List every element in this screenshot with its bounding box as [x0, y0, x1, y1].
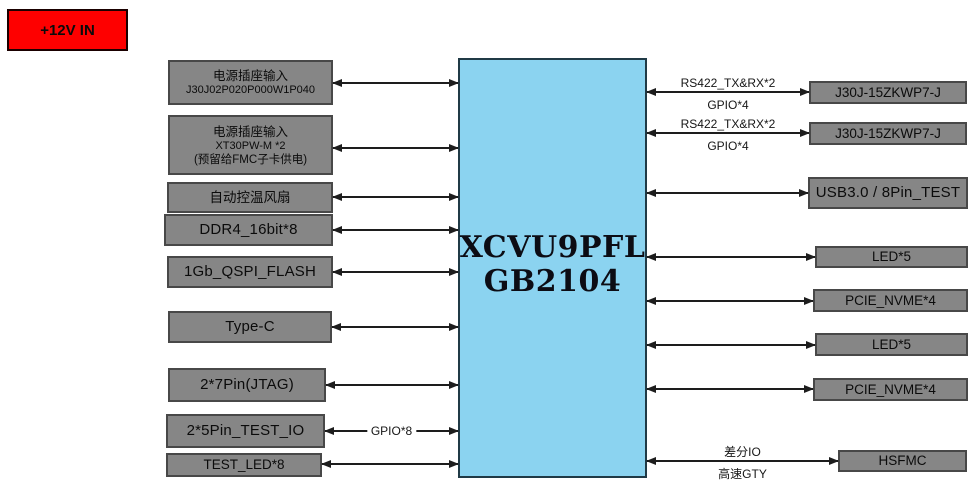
node-label: XT30PW-M *2: [215, 139, 286, 152]
node-led5-1: LED*5: [815, 246, 968, 268]
arrow-test-io: GPIO*8: [324, 424, 459, 438]
node-label: (预留给FMC子卡供电): [193, 153, 308, 166]
edge-label-rs422-2-line1: RS422_TX&RX*2: [680, 117, 776, 131]
node-ddr4: DDR4_16bit*8: [164, 214, 333, 246]
node-label: Type-C: [225, 318, 275, 335]
node-label: 电源插座输入: [212, 69, 288, 83]
arrow-j30j-1: RS422_TX&RX*2 GPIO*4: [646, 76, 810, 112]
node-label: LED*5: [871, 336, 912, 352]
node-label: DDR4_16bit*8: [199, 221, 298, 238]
edge-label-gpio8: GPIO*8: [366, 424, 417, 438]
arrow-jtag: [325, 381, 459, 389]
node-label: PCIE_NVME*4: [845, 292, 936, 308]
edge-label-rs422-2-line2: GPIO*4: [707, 139, 749, 153]
node-test-io: 2*5Pin_TEST_IO: [166, 414, 325, 448]
node-label: 电源插座输入: [212, 124, 288, 139]
arrow-power-j30j: [332, 79, 459, 87]
node-pcie-nvme-2: PCIE_NVME*4: [813, 378, 968, 401]
power-input-label: +12V IN: [40, 21, 95, 39]
node-label: HSFMC: [878, 453, 927, 468]
node-label: LED*5: [871, 249, 912, 264]
arrow-type-c: [331, 323, 459, 331]
chip-name-line2: GB2104: [483, 264, 622, 299]
node-j30j-connector-2: J30J-15ZKWP7-J: [809, 122, 967, 145]
arrow-test-led: [321, 460, 459, 468]
arrow-led5-2: [646, 341, 816, 349]
node-led5-2: LED*5: [815, 333, 968, 356]
fpga-chip-block: XCVU9PFL GB2104: [458, 58, 647, 478]
arrow-pcie-nvme-1: [646, 297, 814, 305]
arrow-usb-test: [646, 189, 809, 197]
node-qspi-flash: 1Gb_QSPI_FLASH: [167, 256, 333, 288]
node-label: USB3.0 / 8Pin_TEST: [815, 184, 961, 201]
arrow-power-xt30: [332, 144, 459, 152]
node-label: 2*7Pin(JTAG): [200, 376, 294, 393]
node-label: J30J-15ZKWP7-J: [835, 84, 941, 100]
node-label: J30J-15ZKWP7-J: [835, 125, 941, 141]
chip-name-line1: XCVU9PFL: [459, 230, 646, 265]
node-label: J30J02P020P000W1P040: [185, 84, 316, 96]
node-usb-test: USB3.0 / 8Pin_TEST: [808, 177, 968, 209]
node-type-c: Type-C: [168, 311, 332, 343]
edge-label-hsfmc-line2: 高速GTY: [718, 467, 767, 481]
node-power-socket-xt30: 电源插座输入 XT30PW-M *2 (预留给FMC子卡供电): [168, 115, 333, 175]
arrow-qspi-flash: [332, 268, 459, 276]
arrow-led5-1: [646, 253, 816, 261]
node-test-led: TEST_LED*8: [166, 453, 322, 477]
node-j30j-connector-1: J30J-15ZKWP7-J: [809, 81, 967, 104]
node-jtag: 2*7Pin(JTAG): [168, 368, 326, 402]
arrow-hsfmc: 差分IO 高速GTY: [646, 445, 839, 481]
edge-label-rs422-1-line1: RS422_TX&RX*2: [680, 76, 776, 90]
power-input-block: +12V IN: [7, 9, 128, 51]
arrow-auto-fan: [332, 193, 459, 201]
edge-label-hsfmc-line1: 差分IO: [724, 445, 761, 459]
node-label: PCIE_NVME*4: [845, 381, 936, 397]
node-label: TEST_LED*8: [203, 457, 285, 472]
arrow-j30j-2: RS422_TX&RX*2 GPIO*4: [646, 117, 810, 153]
node-hsfmc: HSFMC: [838, 450, 967, 472]
node-label: 自动控温风扇: [209, 189, 291, 205]
node-auto-fan: 自动控温风扇: [167, 182, 333, 213]
node-pcie-nvme-1: PCIE_NVME*4: [813, 289, 968, 312]
node-label: 2*5Pin_TEST_IO: [186, 422, 305, 439]
arrow-pcie-nvme-2: [646, 385, 814, 393]
arrow-ddr4: [332, 226, 459, 234]
edge-label-rs422-1-line2: GPIO*4: [707, 98, 749, 112]
node-power-socket-j30j: 电源插座输入 J30J02P020P000W1P040: [168, 60, 333, 105]
node-label: 1Gb_QSPI_FLASH: [183, 263, 317, 280]
